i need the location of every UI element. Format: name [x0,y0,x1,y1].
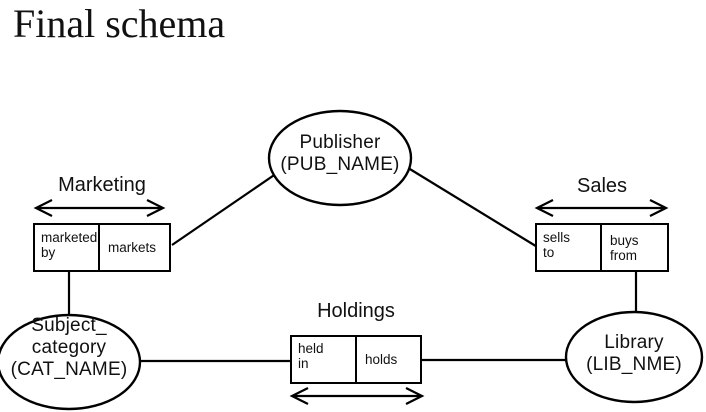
marketing-relationship-label: Marketing [58,174,146,196]
subject-category-entity-name: Subject_ category [31,315,107,358]
holdings-role-right: holds [365,352,398,367]
publisher-entity-name: Publisher [299,132,381,153]
subject-category-entity-key: (CAT_NAME) [10,359,128,380]
library-entity-name: Library [604,332,664,353]
holdings-double-arrow [289,387,425,405]
holdings-relationship-box: held in holds [290,335,422,384]
sales-role-left: sells to [537,225,602,270]
sales-relationship-box: sells to buys from [535,223,669,272]
sales-relationship-label: Sales [576,175,628,197]
library-entity-key: (LIB_NME) [586,354,682,375]
subject-category-entity-ellipse [0,313,142,411]
library-entity-ellipse [564,310,704,404]
holdings-relationship-label: Holdings [317,300,395,322]
library-entity-label: Library (LIB_NME) [562,332,706,376]
holdings-role-left: held in [292,337,357,382]
publisher-entity-ellipse [267,109,413,207]
subject-category-entity-label: Subject_ category (CAT_NAME) [0,315,146,381]
marketing-double-arrow [33,199,166,217]
connector-publisher-sales [399,162,540,249]
sales-role-right: buys from [610,232,639,263]
publisher-entity-key: (PUB_NAME) [280,154,400,175]
marketing-role-left: marketed by [35,225,100,270]
marketing-role-right: markets [108,240,157,255]
slide-title: Final schema [13,1,226,46]
marketing-relationship-box: marketed by markets [33,223,171,272]
connector-publisher-marketing [171,168,284,246]
publisher-entity-label: Publisher (PUB_NAME) [266,132,414,176]
sales-double-arrow [534,199,669,217]
